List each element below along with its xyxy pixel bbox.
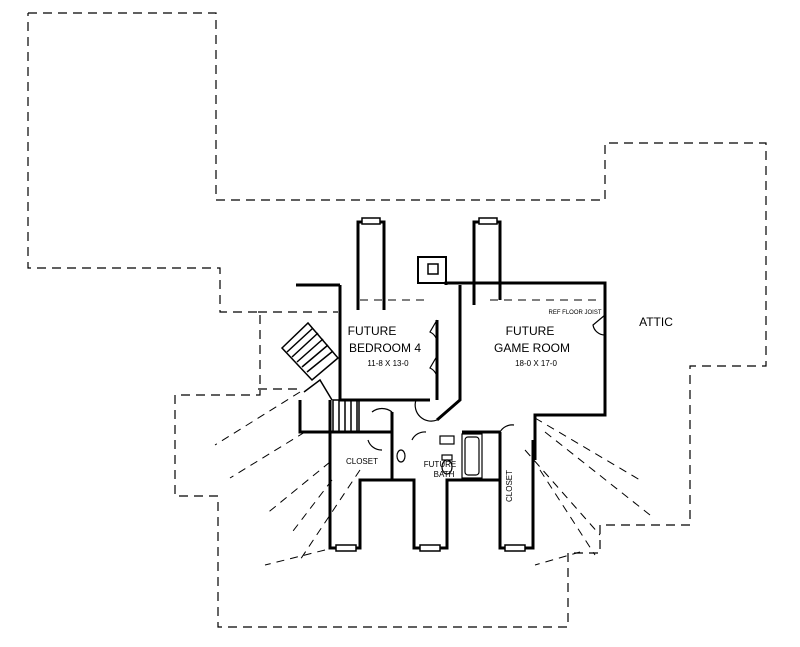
game-room-title-1: FUTURE (506, 324, 555, 338)
roof-outline-dashed (27, 12, 767, 628)
roof-hip-lines (214, 282, 651, 566)
fireplace-note: REF FLOOR JOIST (548, 310, 601, 316)
closet-right-label: CLOSET (505, 470, 514, 502)
game-room-size: 18-0 X 17-0 (515, 359, 557, 368)
closet-left-label: CLOSET (346, 457, 378, 466)
bath-title-1: FUTURE (424, 460, 456, 469)
game-room-title-2: GAME ROOM (494, 341, 570, 355)
bedroom-title-1: FUTURE (348, 324, 397, 338)
door-swings (367, 314, 606, 451)
bath-title-2: BATH (434, 470, 455, 479)
bedroom-title-2: BEDROOM 4 (349, 341, 421, 355)
bath-fixtures (396, 433, 483, 479)
stairs (280, 321, 360, 433)
window-caps (335, 217, 526, 552)
attic-label: ATTIC (639, 315, 673, 329)
bedroom-size: 11-8 X 13-0 (367, 359, 409, 368)
